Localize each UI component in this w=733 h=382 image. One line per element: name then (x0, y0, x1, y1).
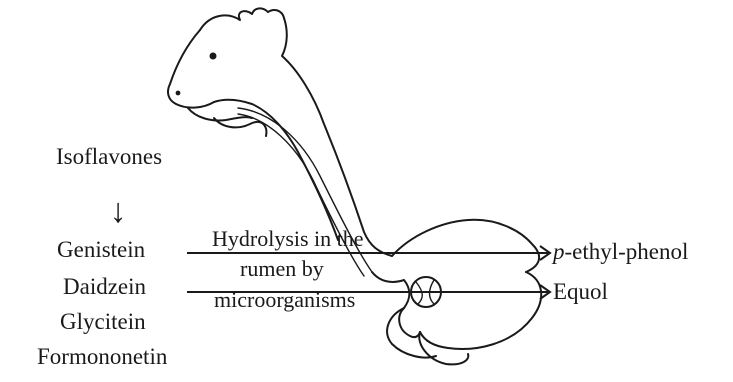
isoflavones-label: Isoflavones (56, 144, 162, 169)
compound-formononetin: Formononetin (37, 344, 168, 369)
compound-daidzein: Daidzein (63, 274, 147, 299)
process-label-line-3: microorganisms (214, 287, 355, 312)
down-arrow-icon: ↓ (110, 193, 127, 230)
product-ethyl-phenol: p-ethyl-phenol (551, 239, 688, 264)
compound-glycitein: Glycitein (60, 309, 146, 334)
compound-genistein: Genistein (57, 237, 146, 262)
product-ethyl-phenol-suffix: -ethyl-phenol (565, 239, 689, 264)
product-ethyl-phenol-prefix: p (551, 239, 565, 264)
process-label-line-1: Hydrolysis in the (212, 226, 364, 251)
product-equol: Equol (553, 279, 608, 304)
process-label-line-2: rumen by (240, 256, 324, 281)
